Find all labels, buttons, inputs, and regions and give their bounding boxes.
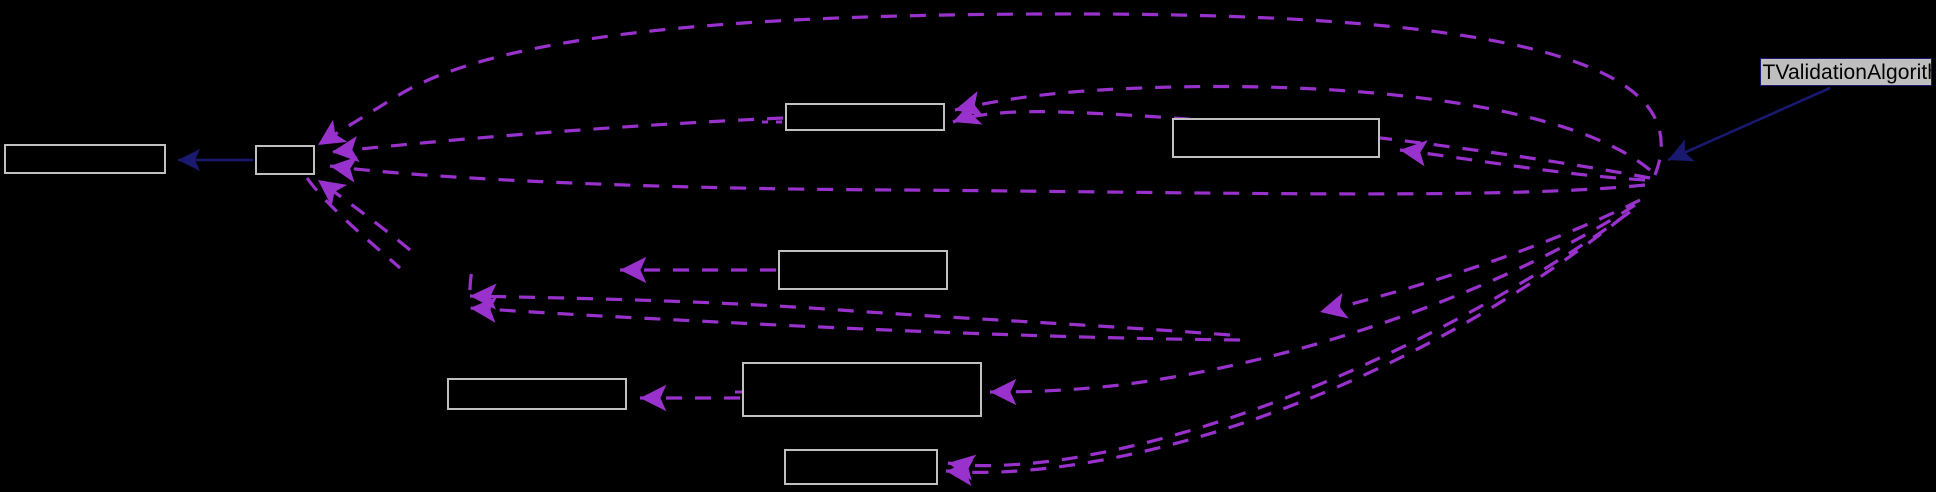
graph-node-n6[interactable] [447, 378, 627, 410]
graph-node-current-label: eclTValidationAlgorithm [1760, 60, 1931, 84]
graph-node-current-ecltvalidationalgorithm[interactable]: eclTValidationAlgorithm [1760, 58, 1932, 86]
edge-usage-center-n8-a [947, 210, 1631, 481]
graph-node-n3[interactable] [785, 103, 945, 131]
edge-inheritance-current-center [1667, 86, 1831, 162]
graph-node-n4[interactable] [1172, 118, 1380, 158]
edge-usage-into-n2-bottom [317, 178, 412, 252]
edge-usage-free-n2-lower-a [469, 283, 1231, 337]
edge-usage-center-n8-b [945, 214, 1625, 487]
edge-usage-n2-branch-down [468, 265, 474, 291]
edge-usage-free-n2-lower-b [469, 296, 1241, 342]
edge-usage-center-n2-top [317, 12, 1663, 176]
graph-node-n7[interactable] [742, 362, 982, 417]
edge-usage-center-mid-free [1319, 198, 1641, 319]
edge-usage-center-n4 [1399, 140, 1646, 182]
edge-usage-center-n2-mid [329, 156, 1646, 196]
edge-usage-n3-n2 [331, 116, 784, 163]
graph-node-n5[interactable] [778, 250, 948, 290]
graph-node-n8[interactable] [784, 449, 938, 485]
edge-usage-center-n3-a [954, 84, 1652, 172]
edge-usage-n2-tail [305, 177, 402, 270]
graph-node-n1[interactable] [4, 144, 166, 174]
edge-usage-center-n7 [989, 203, 1636, 406]
graph-node-n2[interactable] [255, 145, 315, 175]
